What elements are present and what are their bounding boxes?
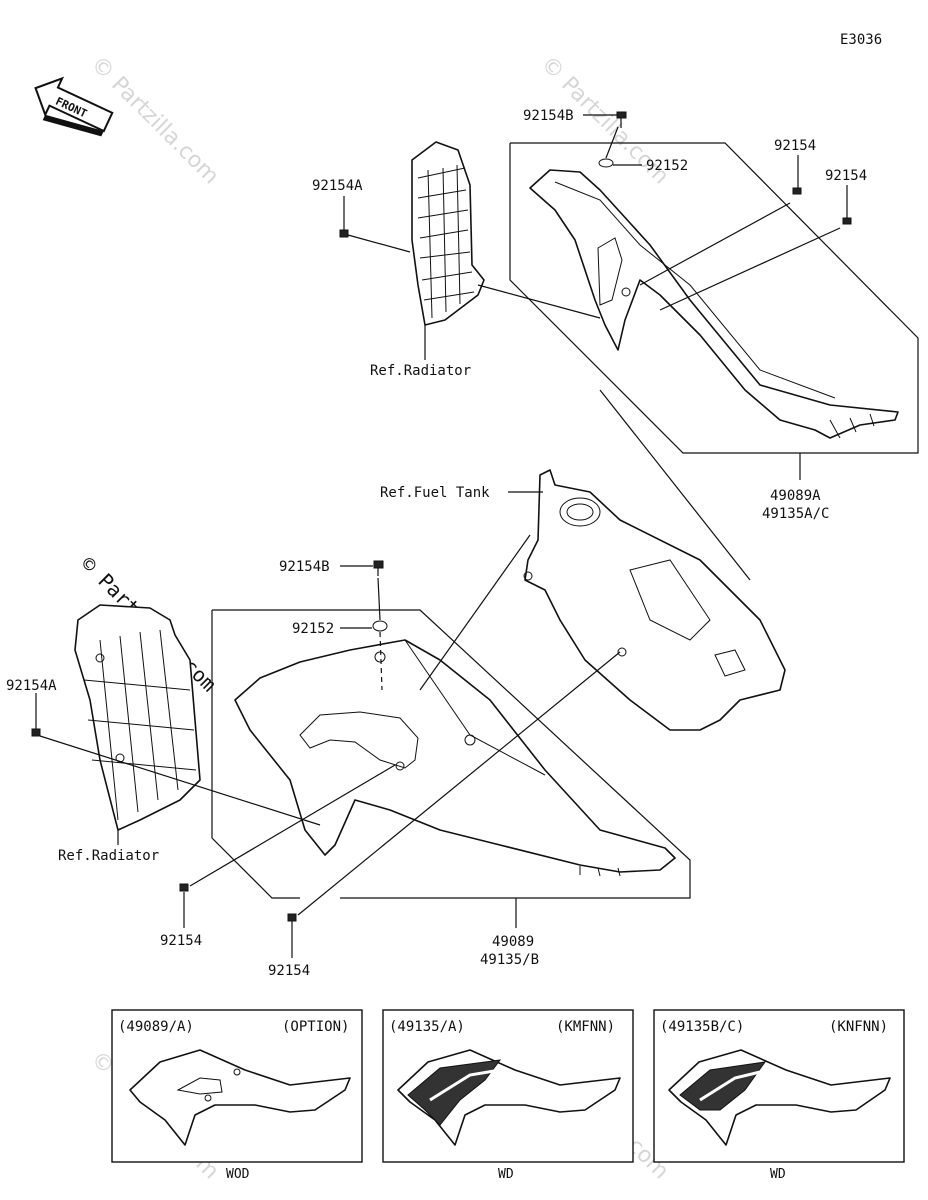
diagram-id: E3036	[840, 32, 882, 48]
label-92154B-mid: 92154B	[279, 559, 330, 575]
label-ref-radiator-top: Ref.Radiator	[370, 363, 471, 379]
bolt-icon	[339, 229, 349, 238]
variant-tag: (OPTION)	[282, 1019, 349, 1035]
left-radiator	[74, 604, 201, 831]
variant-panel-3: (49135B/C) (KNFNN)	[653, 1009, 905, 1163]
variant-part: (49135B/C)	[660, 1019, 744, 1035]
top-radiator	[411, 141, 485, 326]
variant-part: (49089/A)	[118, 1019, 194, 1035]
variant-panel-1: (49089/A) (OPTION)	[111, 1009, 363, 1163]
label-92154-top-a: 92154	[774, 138, 816, 154]
variant-tag: (KNFNN)	[829, 1019, 888, 1035]
fuel-tank	[523, 469, 786, 731]
variant-finish: WD	[498, 1167, 514, 1182]
bottom-shroud-box	[212, 609, 691, 899]
label-92154A-left: 92154A	[6, 678, 57, 694]
label-92152-top: 92152	[646, 158, 688, 174]
top-shroud	[529, 169, 899, 439]
label-92152-mid: 92152	[292, 621, 334, 637]
bolt-icon	[287, 913, 297, 922]
variant-finish: WOD	[226, 1167, 250, 1182]
label-92154-bottom-a: 92154	[160, 933, 202, 949]
label-ref-radiator-left: Ref.Radiator	[58, 848, 159, 864]
variant-part: (49135/A)	[389, 1019, 465, 1035]
variant-tag: (KMFNN)	[556, 1019, 615, 1035]
bottom-shroud	[234, 639, 676, 877]
label-92154-bottom-b: 92154	[268, 963, 310, 979]
label-92154-top-b: 92154	[825, 168, 867, 184]
top-shroud-box	[509, 142, 919, 454]
washer-icon	[598, 158, 614, 168]
label-92154B-top: 92154B	[523, 108, 574, 124]
variant-panel-2: (49135/A) (KMFNN)	[382, 1009, 634, 1163]
bottom-shroud-box-left	[211, 610, 300, 899]
label-part-49135A-C: 49135A/C	[762, 506, 829, 522]
label-part-49135-B: 49135/B	[480, 952, 539, 968]
label-part-49089: 49089	[492, 934, 534, 950]
label-ref-fuel-tank: Ref.Fuel Tank	[380, 485, 490, 501]
bolt-icon	[179, 883, 189, 892]
label-part-49089A: 49089A	[770, 488, 821, 504]
label-92154A-top: 92154A	[312, 178, 363, 194]
bolt-icon	[31, 728, 41, 737]
bolt-icon	[373, 560, 384, 576]
variant-finish: WD	[770, 1167, 786, 1182]
bolt-icon	[842, 217, 852, 225]
washer-icon	[372, 620, 388, 632]
bolt-icon	[792, 187, 802, 195]
